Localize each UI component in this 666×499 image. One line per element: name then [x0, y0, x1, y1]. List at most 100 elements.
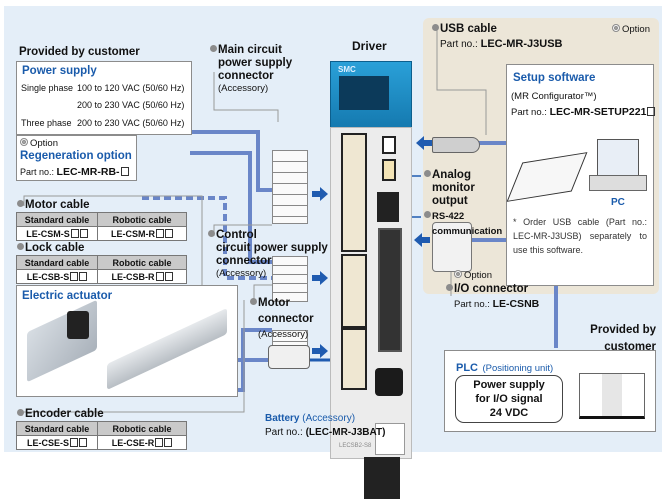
regeneration-option-tag: Option [20, 138, 58, 149]
terminal-block-main [341, 133, 367, 252]
cn3-port[interactable] [377, 192, 399, 222]
col-header-standard: Standard cable [16, 421, 98, 436]
part-number: LE-CSE-S [26, 437, 69, 448]
software-note: * Order USB cable (Part no.: LEC-MR-J3US… [513, 217, 647, 255]
driver-model-label: LECSB2-S8 [339, 443, 372, 449]
usb-plug [432, 137, 480, 153]
power-phase: Single phase [21, 83, 74, 93]
encoder-plug [268, 345, 310, 369]
bullet-dot-icon [17, 200, 24, 207]
option-ring-icon [612, 24, 620, 32]
bullet-dot-icon [17, 243, 24, 250]
driver-unit: SMC LECSB2-S8 [330, 61, 412, 499]
power-spec: 100 to 120 VAC (50/60 Hz) [77, 83, 185, 93]
actuator-title: Electric actuator [22, 290, 113, 302]
cn1-port[interactable] [378, 228, 402, 352]
power-line3: 24 VDC [489, 407, 529, 419]
io-title-line: I/O connector [446, 283, 539, 296]
pc-screen-icon [597, 139, 639, 177]
io-option-tag: Option [446, 270, 539, 281]
motor-connector-line1: Motor [250, 297, 314, 310]
label-text: Motor [258, 297, 290, 309]
label-text: Control [216, 229, 257, 241]
part-number: LE-CSM-R [111, 228, 155, 239]
arrow-motor [312, 344, 328, 358]
cn4-battery-port[interactable] [375, 423, 405, 455]
heading-line1: Provided by [590, 324, 656, 336]
wildcard-box-icon [156, 228, 164, 238]
control-power-connector [272, 256, 308, 302]
col-header-robotic: Robotic cable [97, 421, 187, 436]
power-row-2: 200 to 230 VAC (50/60 Hz) [21, 100, 184, 110]
terminal-block-motor [341, 328, 367, 390]
terminal-block-control [341, 254, 367, 328]
main-connector-note: (Accessory) [218, 83, 269, 94]
rs422-line2: communication [432, 226, 503, 237]
software-title: Setup software [513, 72, 596, 84]
plc-box: PLC (Positioning unit) Power supply for … [444, 350, 656, 432]
control-connector-line1: Control [208, 229, 328, 242]
bullet-dot-icon [210, 45, 217, 52]
motor-connector-label: Motor connector (Accessory) [250, 297, 314, 340]
part-prefix: Part no.: [20, 167, 55, 177]
motor-connector-line2: connector [258, 313, 314, 325]
battery-note: (Accessory) [302, 413, 356, 424]
main-connector-line3: connector [218, 70, 274, 82]
plc-note: (Positioning unit) [482, 363, 554, 374]
wildcard-box-icon [164, 437, 173, 447]
electric-actuator-box: Electric actuator [16, 285, 238, 397]
bullet-dot-icon [424, 170, 431, 177]
driver-display-panel: SMC [330, 61, 412, 128]
control-connector-line2: circuit power supply [216, 242, 328, 254]
wildcard-box-icon [155, 437, 164, 447]
wildcard-box-icon [70, 228, 79, 238]
motor-cable-heading: Motor cable [17, 199, 90, 212]
driver-brand: SMC [338, 65, 356, 74]
wildcard-box-icon [120, 167, 129, 176]
col-header-standard: Standard cable [16, 255, 98, 270]
wildcard-box-icon [70, 271, 79, 281]
cn2-port[interactable] [375, 368, 403, 396]
pc-label: PC [611, 197, 625, 208]
label-text: RS-422 [432, 211, 465, 222]
cn5-usb-port[interactable] [382, 136, 396, 154]
battery-pack [364, 457, 400, 499]
cn6-port[interactable] [382, 159, 396, 181]
wildcard-box-icon [70, 437, 78, 447]
main-connector-line2: power supply [218, 57, 293, 69]
plc-title-line: PLC (Positioning unit) [456, 358, 553, 376]
wildcard-box-icon [79, 228, 88, 238]
power-spec: 200 to 230 VAC (50/60 Hz) [77, 118, 185, 128]
leader-usb [436, 28, 487, 135]
lock-cable-title: Lock cable [25, 242, 85, 254]
actuator-motor-block [67, 311, 89, 339]
bullet-dot-icon [208, 230, 215, 237]
pc-base-icon [589, 175, 647, 191]
usb-part-number: LEC-MR-J3USB [480, 38, 563, 50]
usb-cable-label: USB cable Part no.: LEC-MR-J3USB [432, 23, 563, 50]
motor-connector-note: (Accessory) [258, 329, 309, 340]
driver-body: LECSB2-S8 [330, 127, 412, 459]
arrow-usb [416, 136, 432, 150]
leader-motor-conn [253, 284, 272, 302]
motor-cable-title: Motor cable [25, 199, 90, 211]
option-ring-icon [454, 270, 462, 278]
plc-title: PLC [456, 362, 478, 374]
bullet-dot-icon [17, 409, 24, 416]
rs422-label: RS-422 communication [424, 211, 502, 237]
wildcard-box-icon [79, 437, 87, 447]
wildcard-box-icon [165, 228, 173, 238]
option-label: Option [622, 24, 650, 35]
label-text: Main circuit [218, 44, 282, 56]
main-connector-line1: Main circuit [210, 44, 292, 57]
bullet-dot-icon [424, 211, 431, 218]
io-part-number: LE-CSNB [492, 298, 540, 310]
battery-title-line: Battery (Accessory) [265, 413, 385, 424]
wildcard-box-icon [155, 271, 164, 281]
part-prefix: Part no.: [454, 299, 490, 310]
option-label: Option [30, 138, 58, 149]
